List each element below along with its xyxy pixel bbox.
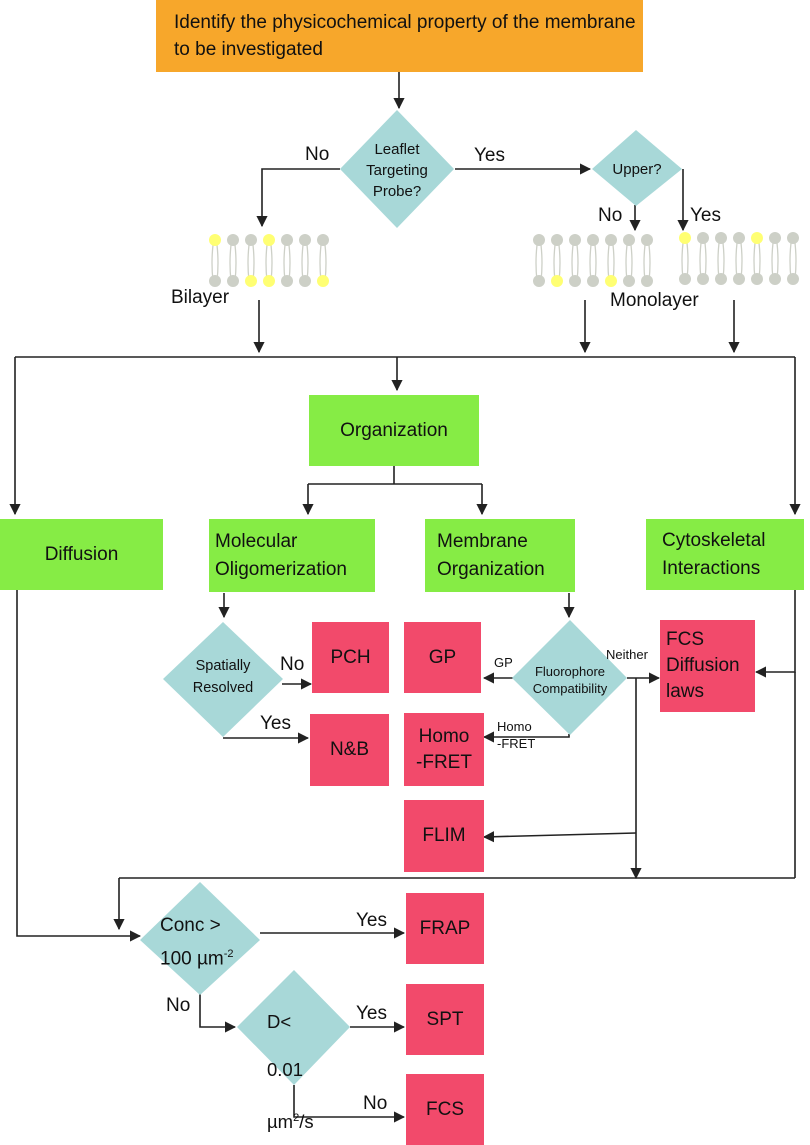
- connector-lines: [9, 72, 801, 1123]
- decision-spatially-shape: [163, 622, 283, 737]
- gp-label: GP: [428, 646, 457, 668]
- edge-label-neither: Neither: [606, 647, 648, 662]
- gp-box: GP: [404, 622, 481, 693]
- spt-box: SPT: [406, 984, 484, 1055]
- frap-label: FRAP: [419, 917, 471, 939]
- diffusion-label: Diffusion: [44, 543, 119, 565]
- cytoskeletal-label: Cytoskeletal Interactions: [662, 529, 766, 579]
- decision-fluorophore-shape: [512, 620, 627, 735]
- decision-conc: Conc > 100 µm-2: [160, 912, 250, 973]
- flim-label: FLIM: [422, 825, 466, 846]
- title-box: Identify the physicochemical property of…: [156, 0, 643, 72]
- decision-conc-sup: -2: [223, 948, 234, 960]
- edge-label-gp: GP: [494, 655, 513, 670]
- decision-d: D< 0.01 µm2/s: [267, 986, 337, 1145]
- decision-d-unit: µm: [267, 1111, 294, 1133]
- decision-d-line1: D<: [267, 1011, 292, 1032]
- decision-fluorophore: Fluorophore Compatibility: [532, 664, 608, 696]
- edge-label-yes-upper: Yes: [690, 205, 721, 226]
- edge-label-yes-conc: Yes: [356, 910, 387, 931]
- diffusion-box: Diffusion: [0, 519, 163, 590]
- pch-label: PCH: [330, 646, 371, 668]
- membrane-label: Membrane Organization: [437, 530, 545, 580]
- edge-label-yes-d: Yes: [356, 1003, 387, 1024]
- title-text: Identify the physicochemical property of…: [174, 12, 636, 60]
- decision-spatially: Spatially Resolved: [192, 658, 254, 696]
- homofret-box: Homo -FRET: [404, 713, 484, 786]
- edge-label-no-d: No: [363, 1093, 388, 1114]
- decision-leaflet-shape: [340, 110, 454, 228]
- edge-label-yes-spatial: Yes: [260, 713, 291, 734]
- decision-d-line2: 0.01: [267, 1059, 304, 1080]
- fcs-laws-label: FCS Diffusion laws: [666, 629, 740, 702]
- nb-label: N&B: [329, 739, 370, 760]
- decision-conc-text: Conc > 100 µm: [160, 915, 224, 970]
- bilayer-label: Bilayer: [171, 287, 230, 308]
- decision-d-line3: µm2/s: [267, 1106, 337, 1134]
- monolayer-label: Monolayer: [610, 290, 699, 311]
- pch-box: PCH: [312, 622, 389, 693]
- molecular-label: Molecular Oligomerization: [215, 530, 347, 580]
- edge-label-no-upper: No: [598, 205, 623, 226]
- flim-box: FLIM: [404, 800, 484, 872]
- edge-label-no-conc: No: [166, 995, 191, 1016]
- edge-label-no-leaflet: No: [305, 144, 330, 165]
- membrane-box: Membrane Organization: [425, 519, 575, 592]
- spt-label: SPT: [426, 1008, 464, 1030]
- cytoskeletal-box: Cytoskeletal Interactions: [646, 519, 804, 590]
- edge-label-yes-leaflet: Yes: [474, 145, 505, 166]
- fcs-laws-box: FCS Diffusion laws: [660, 620, 755, 712]
- decision-d-unit-end: /s: [299, 1111, 314, 1133]
- decision-upper: Upper?: [612, 160, 662, 178]
- edge-label-homofret: Homo -FRET: [497, 719, 536, 751]
- edge-label-no-spatial: No: [280, 654, 305, 675]
- bilayer-membrane-icon: [209, 234, 329, 287]
- decision-conc-shape: [140, 882, 260, 995]
- organization-label: Organization: [340, 419, 448, 441]
- nb-box: N&B: [310, 714, 389, 786]
- fcs-label: FCS: [426, 1098, 464, 1120]
- homofret-label: Homo -FRET: [416, 725, 472, 773]
- decision-upper-shape: [592, 130, 682, 206]
- organization-box: Organization: [309, 395, 479, 466]
- monolayer-upper-membrane-icon: [679, 232, 799, 285]
- decision-d-sup: 2: [293, 1112, 300, 1124]
- monolayer-lower-membrane-icon: [533, 234, 653, 287]
- decision-leaflet: Leaflet Targeting Probe?: [366, 140, 428, 200]
- molecular-box: Molecular Oligomerization: [209, 519, 375, 592]
- frap-box: FRAP: [406, 893, 484, 964]
- decision-d-shape: [237, 970, 350, 1085]
- fcs-box: FCS: [406, 1074, 484, 1145]
